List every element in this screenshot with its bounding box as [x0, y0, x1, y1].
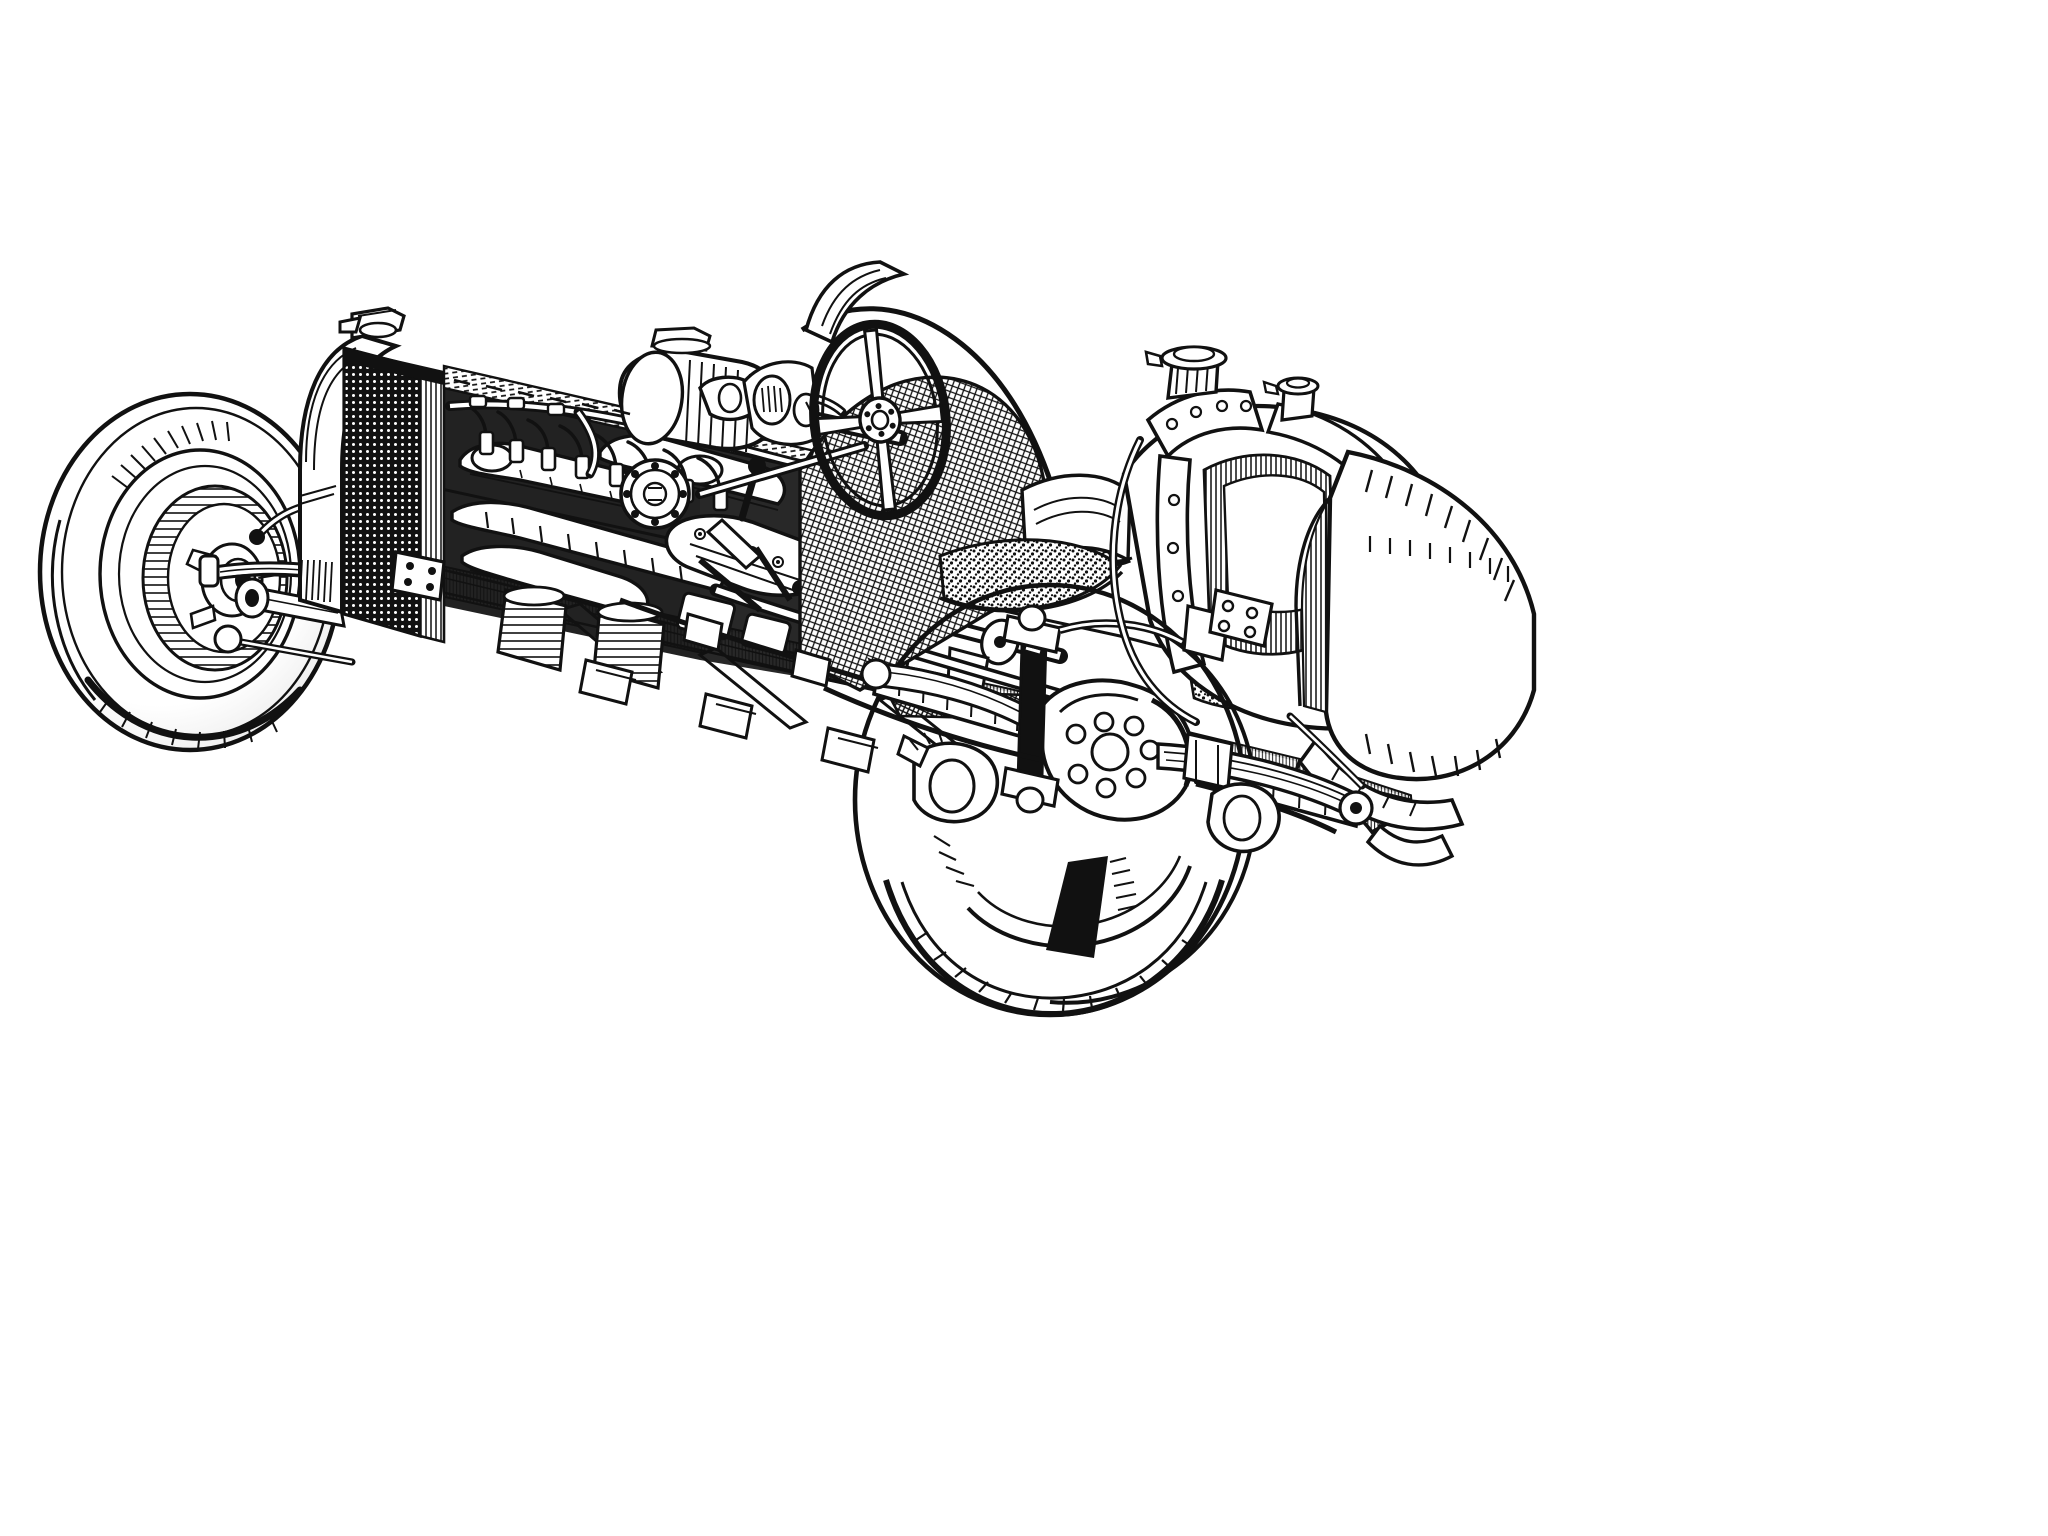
friction-damper — [1000, 604, 1062, 814]
rear-tyre-tread-hatch — [915, 931, 1195, 1012]
flywheel-clutch — [619, 458, 691, 530]
supercharger-cap — [650, 326, 712, 355]
engine-fin-drum-a — [496, 585, 568, 673]
tail-top-hatch — [1364, 469, 1516, 602]
steering-wheel — [809, 319, 951, 521]
rear-hub-right — [1206, 782, 1281, 854]
radiator-filler-cap — [338, 306, 406, 340]
rear-axle-assembly — [822, 588, 1374, 854]
rear-brake-drum — [1040, 678, 1195, 822]
chassis-fittings — [390, 550, 879, 774]
bonnet-louvres — [453, 378, 631, 416]
front-damper — [390, 550, 446, 602]
rear-hub-left — [896, 729, 1000, 824]
aero-screen — [803, 260, 910, 345]
supercharger-drum — [617, 326, 847, 453]
tail-bottom-hatch — [1364, 733, 1502, 777]
front-wheel-shading — [111, 420, 230, 489]
rear-leaf-spring — [1156, 732, 1374, 826]
tail-mid-hatch — [1368, 536, 1510, 582]
tail-bodywork — [1294, 449, 1537, 832]
gauge — [752, 374, 792, 426]
fuel-filler-cap-aux — [1262, 376, 1320, 422]
fuel-lines — [1109, 436, 1366, 790]
pedal-and-brake-linkage — [619, 517, 881, 688]
fuel-filler-cap-main — [1144, 345, 1228, 400]
steering-assembly — [695, 319, 951, 521]
instrument-panel — [742, 360, 822, 447]
radiator-shell-hatch — [299, 559, 333, 603]
front-tyre-tread-hatch — [99, 697, 278, 750]
